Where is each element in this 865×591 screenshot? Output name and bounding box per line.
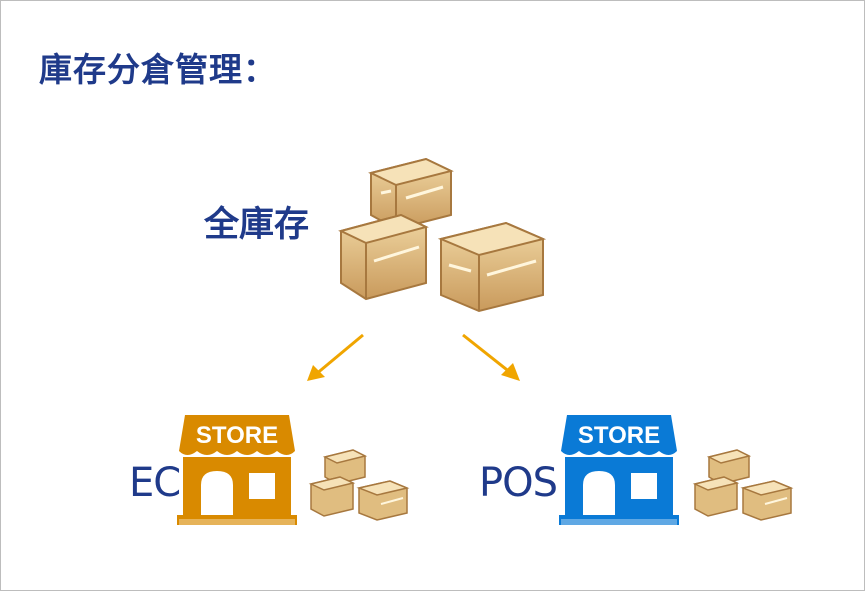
pos-store-icon — [559, 415, 679, 525]
ec-store-icon — [177, 415, 297, 525]
label-ec: EC — [129, 460, 181, 506]
pos-store-sign-text: STORE — [578, 422, 660, 449]
crate-stack-pos-icon — [692, 449, 794, 521]
label-all-inventory: 全庫存 — [204, 205, 310, 245]
ec-store-sign-text: STORE — [196, 422, 278, 449]
crate-stack-main-icon — [338, 157, 547, 313]
page-title: 庫存分倉管理： — [39, 50, 277, 89]
arrow-to-pos — [462, 333, 520, 381]
crate-stack-ec-icon — [308, 449, 410, 521]
ec-store-sign: STORE — [196, 422, 278, 449]
pos-store-sign: STORE — [578, 422, 660, 449]
arrow-to-ec — [307, 333, 364, 381]
label-pos: POS — [479, 460, 558, 506]
